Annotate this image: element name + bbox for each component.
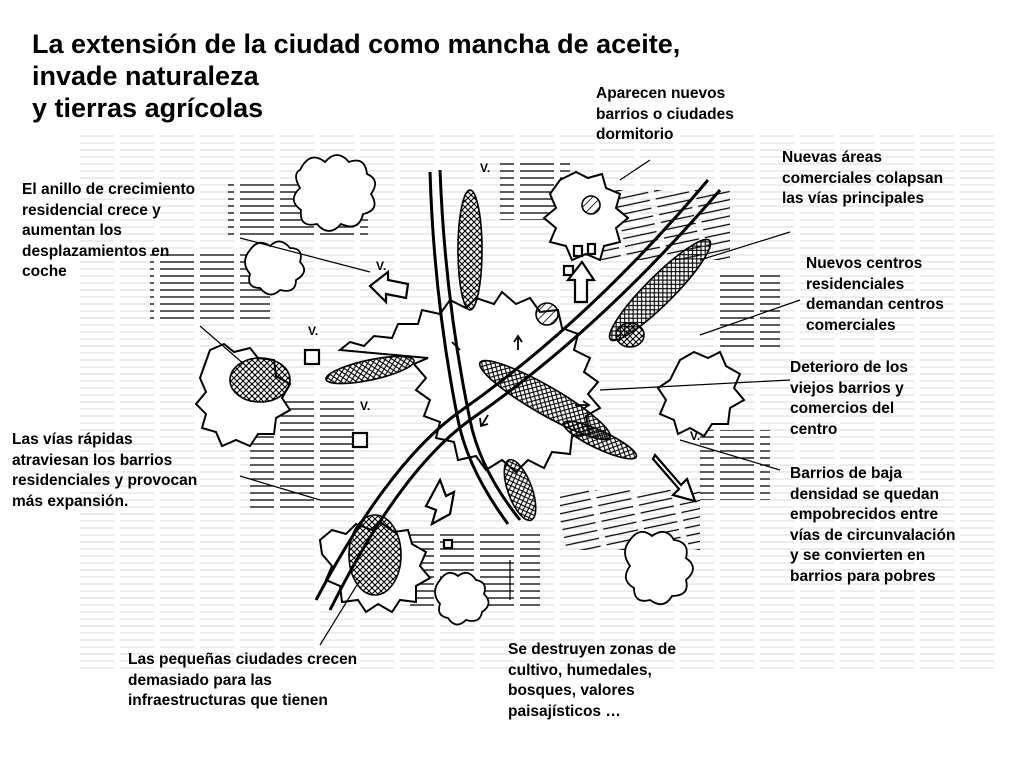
city-blob <box>194 170 746 614</box>
leader-lines <box>199 159 801 646</box>
village-mark: V. <box>690 429 700 443</box>
label-new-neighbourhoods: Aparecen nuevos barrios o ciudades dormi… <box>596 85 734 143</box>
village-mark: V. <box>308 324 318 338</box>
village-marks: V. V. V. V. V. <box>308 161 700 443</box>
growth-arrows <box>368 260 697 527</box>
label-old-center: Deterioro de los viejos barrios y comerc… <box>790 359 908 438</box>
new-neighbourhood-squares <box>303 242 597 550</box>
small-centres <box>535 195 601 326</box>
label-fast-roads: Las vías rápidas atraviesan los barrios … <box>12 431 198 510</box>
label-low-density: Barrios de baja densidad se quedan empob… <box>790 465 956 585</box>
village-mark: V. <box>480 161 490 175</box>
village-mark: V. <box>376 259 386 273</box>
ribbon-development <box>229 189 712 596</box>
label-destroy-zones: Se destruyen zonas de cultivo, humedales… <box>508 641 676 720</box>
title-line: y tierras agrícolas <box>32 93 264 123</box>
page-title: La extensión de la ciudad como mancha de… <box>32 28 680 124</box>
title-line: invade naturaleza <box>32 61 259 91</box>
label-residential-centers: Nuevos centros residenciales demandan ce… <box>806 255 944 334</box>
label-ring-growth: El anillo de crecimiento residencial cre… <box>22 181 196 280</box>
direction-ticks <box>451 334 591 428</box>
title-line: La extensión de la ciudad como mancha de… <box>32 29 681 59</box>
village-mark: V. <box>360 399 370 413</box>
woodland-patches <box>244 154 694 626</box>
label-small-towns: Las pequeñas ciudades crecen demasiado p… <box>128 651 358 709</box>
label-commercial-areas: Nuevas áreas comerciales colapsan las ví… <box>782 149 944 207</box>
